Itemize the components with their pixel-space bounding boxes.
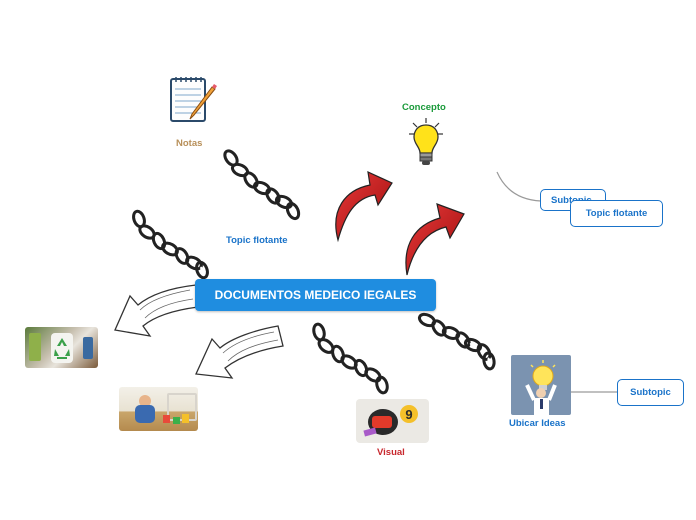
ideas-person-image[interactable] [511, 355, 571, 415]
toolbox-image[interactable]: 9 [356, 399, 429, 443]
red-arrow-icon [405, 203, 465, 276]
central-topic[interactable]: DOCUMENTOS MEDEICO IEGALES [195, 279, 436, 311]
recycle-icon [54, 338, 70, 359]
lightbulb-icon[interactable] [407, 117, 445, 169]
subtopic-right-box[interactable]: Subtopic [617, 379, 684, 406]
topic-flotante-label[interactable]: Topic flotante [226, 235, 288, 246]
notepad-pencil-icon[interactable] [168, 75, 220, 127]
topic-flotante-box-label: Topic flotante [585, 208, 648, 219]
notas-label[interactable]: Notas [176, 138, 203, 149]
chain-icon [130, 208, 211, 281]
subtopic-right-label: Subtopic [630, 387, 671, 398]
concepto-label[interactable]: Concepto [402, 102, 446, 113]
central-topic-label: DOCUMENTOS MEDEICO IEGALES [214, 288, 417, 302]
ubicar-ideas-label[interactable]: Ubicar Ideas [509, 418, 566, 429]
chain-icon [220, 147, 303, 222]
number-badge-icon: 9 [400, 405, 418, 423]
visual-label[interactable]: Visual [377, 447, 405, 458]
recycle-image[interactable] [25, 327, 98, 368]
sketch-arrow-icon [114, 284, 199, 337]
sketch-arrow-icon [195, 325, 284, 379]
chain-icon [416, 310, 497, 372]
connector-subtopic [496, 171, 542, 202]
topic-flotante-box[interactable]: Topic flotante [570, 200, 663, 227]
red-arrow-icon [335, 170, 393, 243]
chain-icon [310, 321, 391, 396]
child-playing-image[interactable] [119, 387, 198, 431]
